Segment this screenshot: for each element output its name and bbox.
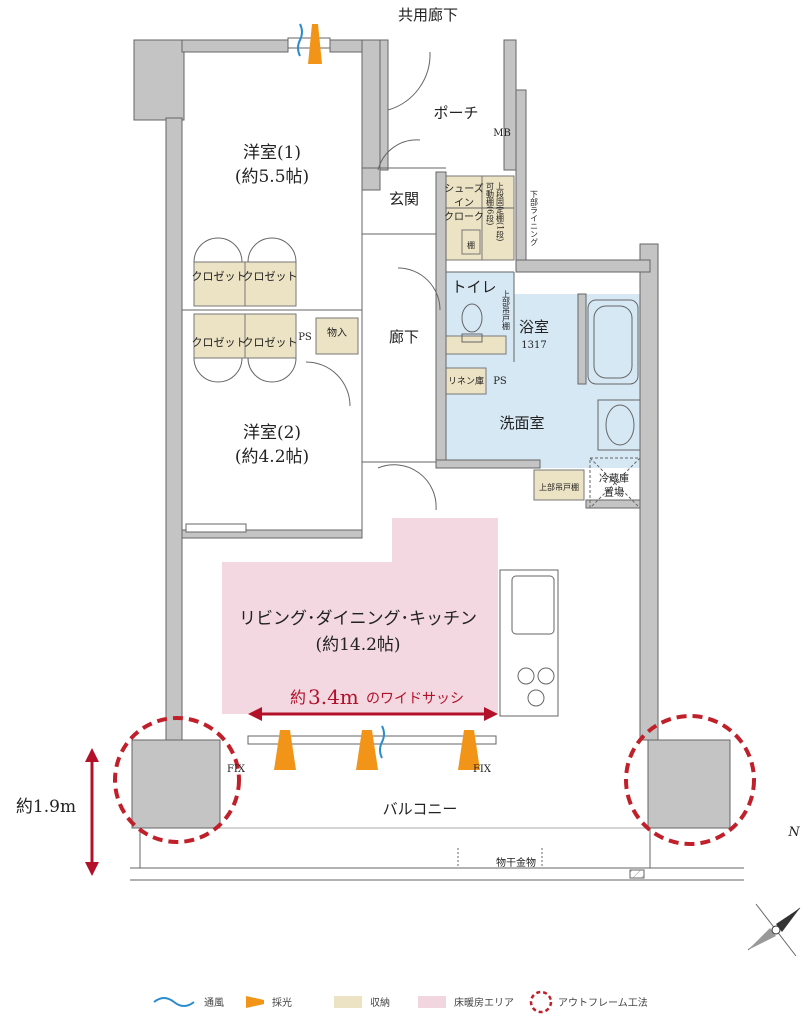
label-shelf-movable: 可動棚(6段) [486, 182, 495, 225]
label-lower-lining: 下部ライニング [530, 190, 539, 246]
label-toilet: トイレ [451, 278, 496, 296]
legend-item-daylight: 採光 [272, 996, 292, 1009]
label-closet-c: クロゼット [192, 336, 247, 349]
label-porch: ポーチ [433, 104, 478, 122]
airflow-icon [153, 997, 195, 1007]
label-closet-a: クロゼット [192, 270, 247, 283]
label-wide-sash-prefix: 約 [290, 688, 306, 707]
legend-item-airflow: 通風 [204, 997, 224, 1009]
label-balcony: バルコニー [383, 800, 458, 818]
label-shelf-small: 棚 [467, 240, 475, 250]
storage-swatch-icon [334, 996, 362, 1008]
outframe-icon [529, 990, 553, 1014]
label-bathroom-size: 1317 [521, 340, 546, 351]
label-western-room-2: 洋室(2) [243, 423, 301, 443]
label-corridor: 共用廊下 [398, 6, 458, 24]
daylight-icon [246, 996, 264, 1008]
label-ldk: リビング･ダイニング･キッチン [239, 609, 477, 629]
floor-heating-swatch-icon [418, 996, 446, 1008]
label-washroom: 洗面室 [499, 414, 544, 432]
label-upper-cabinet-toilet: 上部吊戸棚 [502, 290, 511, 331]
legend: 通風 採光 収納 床暖房エリア アウトフレーム工法 [204, 996, 648, 1009]
label-ps-left: PS [298, 332, 312, 343]
label-ps-right: PS [493, 376, 507, 387]
label-fridge-2: 置場 [604, 486, 624, 499]
legend-icons [153, 990, 553, 1014]
label-western-room-1-size: (約5.5帖) [235, 167, 309, 187]
airflow-markers [297, 23, 385, 759]
label-shoes-2: イン [454, 198, 474, 209]
label-wide-sash-suffix: のワイドサッシ [366, 691, 464, 707]
label-upper-cabinet-wash: 上部吊戸棚 [539, 482, 579, 492]
walls [131, 39, 731, 829]
label-western-room-1: 洋室(1) [243, 143, 301, 163]
room-labels: 共用廊下 ポーチ MB 玄関 シューズ イン クローク 上段固定棚(1段) 可動… [16, 6, 800, 869]
label-fix-left: FIX [227, 764, 246, 775]
label-balcony-depth: 約1.9m [16, 797, 76, 817]
floor-heating-area [222, 518, 498, 714]
legend-item-outframe: アウトフレーム工法 [558, 996, 648, 1009]
label-fix-right: FIX [473, 764, 492, 775]
label-shelf-fixed: 上段固定棚(1段) [496, 182, 505, 241]
legend-item-floor-heating: 床暖房エリア [454, 996, 514, 1009]
label-western-room-2-size: (約4.2帖) [235, 447, 309, 467]
label-north: N [787, 825, 800, 840]
daylight-markers [274, 24, 480, 770]
label-laundry-hanger: 物干金物 [496, 856, 536, 869]
compass-icon [747, 903, 801, 957]
label-bathroom: 浴室 [519, 318, 549, 336]
label-closet-d: クロゼット [243, 336, 298, 349]
label-storage: 物入 [327, 326, 347, 339]
label-wide-sash-value: 3.4m [308, 685, 359, 709]
label-mb: MB [493, 128, 511, 139]
legend-item-storage: 収納 [370, 996, 390, 1009]
outframe-markers [113, 714, 756, 846]
label-fridge-1: 冷蔵庫 [599, 472, 629, 485]
label-ldk-size: (約14.2帖) [315, 635, 400, 655]
label-linen: リネン庫 [448, 375, 484, 387]
label-hallway: 廊下 [389, 328, 419, 346]
label-shoes-1: シューズ [444, 182, 484, 195]
label-shoes-3: クローク [444, 211, 484, 223]
storage-areas [193, 175, 585, 501]
label-closet-b: クロゼット [243, 270, 298, 283]
label-entrance: 玄関 [389, 190, 419, 208]
dimension-arrows [85, 707, 498, 876]
